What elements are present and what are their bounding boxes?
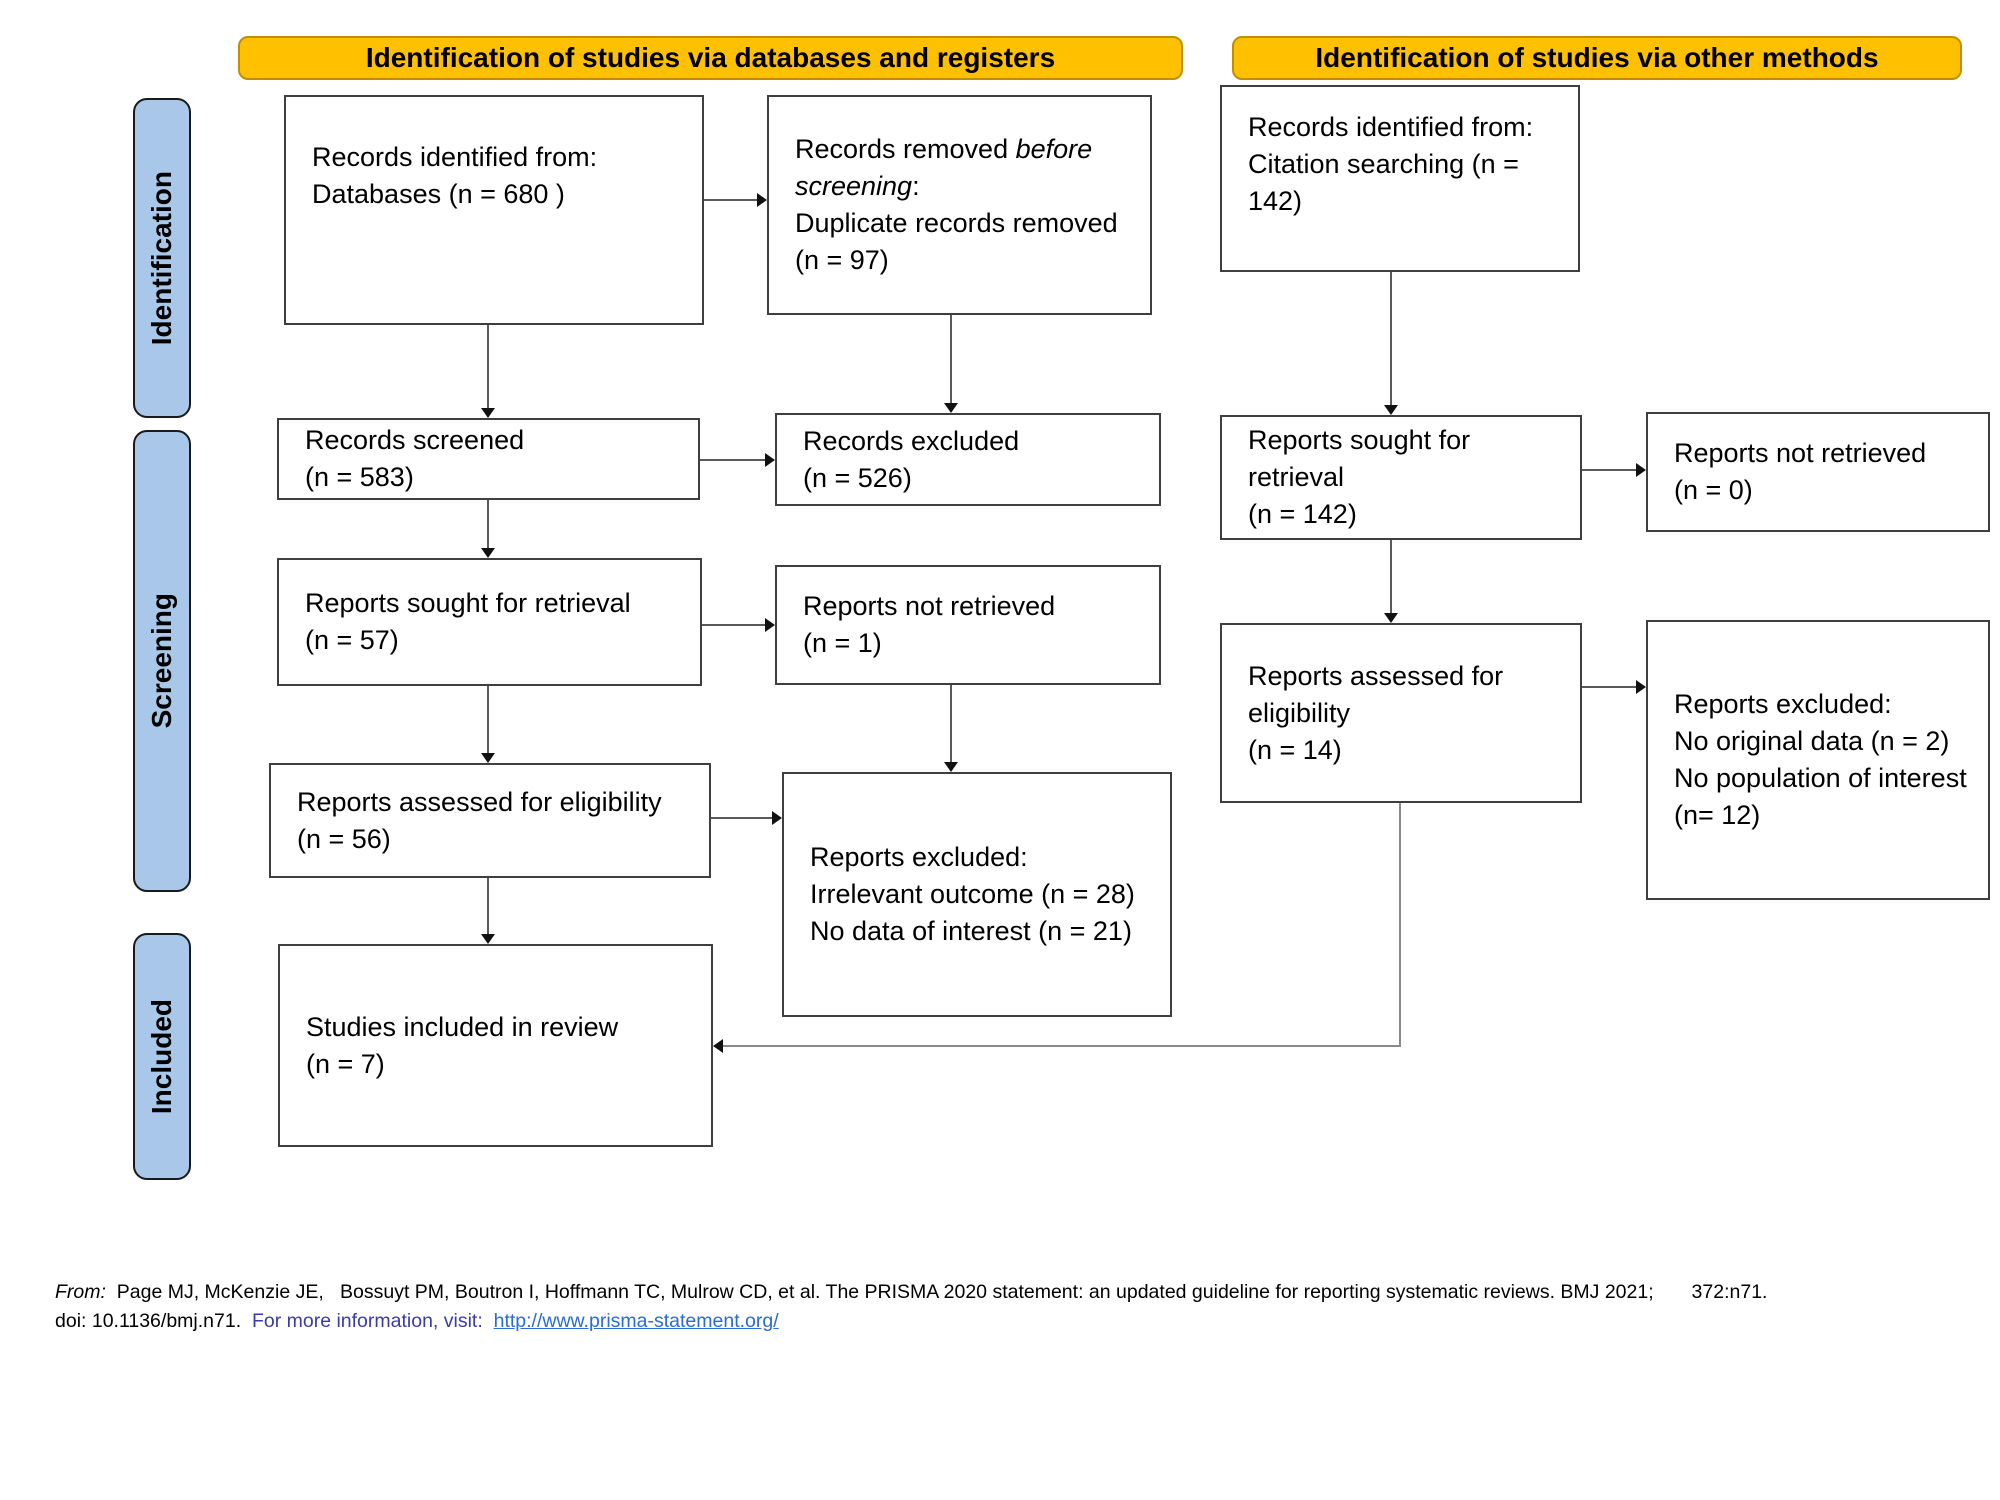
box-line: No original data (n = 2) bbox=[1674, 726, 1950, 756]
box-line: Records identified from: bbox=[1248, 112, 1534, 142]
box-line: Databases (n = 680 ) bbox=[312, 179, 565, 209]
box-line: Reports not retrieved bbox=[803, 591, 1056, 621]
box-line: eligibility bbox=[1248, 697, 1351, 728]
box-line: (n = 526) bbox=[803, 462, 912, 493]
arrow-soughtother-to-notretrieved-head bbox=[1636, 463, 1646, 477]
box-line: Irrelevant outcome (n = 28) bbox=[810, 879, 1135, 909]
arrow-citation-to-sought-line bbox=[1390, 272, 1392, 406]
arrow-assessedother-to-included-vline bbox=[1399, 803, 1401, 1047]
box-line: (n = 97) bbox=[795, 245, 889, 275]
arrow-assessed-to-excluded-head bbox=[772, 811, 782, 825]
citation-text: Page MJ, McKenzie JE, Bossuyt PM, Boutro… bbox=[105, 1281, 1768, 1303]
box-line: Reports assessed for eligibility bbox=[297, 786, 662, 817]
arrow-soughtother-to-assessed-line bbox=[1390, 540, 1392, 614]
arrow-assessed-to-excluded-line bbox=[711, 817, 772, 819]
arrow-removed-to-excluded-line bbox=[950, 315, 952, 404]
box-line: screening: bbox=[795, 171, 920, 201]
stage-identification-label: Identification bbox=[146, 170, 177, 346]
box-line: Studies included in review bbox=[306, 1011, 619, 1042]
arrow-assessedother-to-excluded-head bbox=[1636, 680, 1646, 694]
citation-more-info: For more information, visit: bbox=[251, 1310, 494, 1332]
box-reports-sought-other: Reports sought for retrieval (n = 142) bbox=[1220, 415, 1582, 540]
box-records-screened: Records screened (n = 583) bbox=[277, 418, 700, 500]
arrow-removed-to-excluded-head bbox=[944, 403, 958, 413]
arrow-identified-to-removed-line bbox=[704, 199, 757, 201]
box-records-excluded: Records excluded (n = 526) bbox=[775, 413, 1161, 506]
box-line: Reports sought for retrieval bbox=[305, 588, 631, 618]
box-studies-included: Studies included in review (n = 7) bbox=[278, 944, 713, 1147]
arrow-assessed-to-included-line bbox=[487, 878, 489, 935]
box-line: Records screened bbox=[305, 425, 525, 455]
box-line: (n = 57) bbox=[305, 625, 399, 655]
arrow-screened-to-excluded-head bbox=[765, 453, 775, 467]
box-line: Reports sought for bbox=[1248, 425, 1471, 455]
stage-identification: Identification bbox=[133, 98, 191, 418]
header-databases-registers: Identification of studies via databases … bbox=[238, 36, 1183, 80]
arrow-sought-to-notretrieved-line bbox=[702, 624, 765, 626]
arrow-notretrieved-to-excluded-head bbox=[944, 762, 958, 772]
arrow-screened-to-sought-head bbox=[481, 548, 495, 558]
box-line: Reports excluded: bbox=[1674, 689, 1892, 719]
box-line: Records excluded bbox=[803, 425, 1020, 456]
arrow-identified-to-removed-head bbox=[757, 193, 767, 207]
stage-screening-label: Screening bbox=[146, 593, 177, 729]
arrow-identified-to-screened-head bbox=[481, 408, 495, 418]
box-reports-not-retrieved-other: Reports not retrieved (n = 0) bbox=[1646, 412, 1990, 532]
arrow-assessedother-to-included-head bbox=[713, 1039, 723, 1053]
arrow-screened-to-excluded-line bbox=[700, 459, 765, 461]
box-line: Reports assessed for bbox=[1248, 660, 1504, 691]
box-line: No population of interest bbox=[1674, 763, 1967, 793]
arrow-citation-to-sought-head bbox=[1384, 405, 1398, 415]
box-line: Records removed before bbox=[795, 134, 1093, 164]
box-line: (n = 1) bbox=[803, 628, 882, 658]
box-line: Reports excluded: bbox=[810, 842, 1028, 872]
prisma-statement-link[interactable]: http://www.prisma-statement.org/ bbox=[493, 1310, 779, 1332]
box-line: No data of interest (n = 21) bbox=[810, 916, 1132, 946]
arrow-sought-to-notretrieved-head bbox=[765, 618, 775, 632]
arrow-sought-to-assessed-line bbox=[487, 686, 489, 754]
arrow-assessedother-to-excluded-line bbox=[1582, 686, 1636, 688]
box-line: (n = 142) bbox=[1248, 499, 1357, 529]
arrow-soughtother-to-notretrieved-line bbox=[1582, 469, 1636, 471]
stage-screening: Screening bbox=[133, 430, 191, 892]
arrow-screened-to-sought-line bbox=[487, 500, 489, 549]
box-line: (n = 14) bbox=[1248, 734, 1342, 765]
box-reports-assessed-other: Reports assessed for eligibility (n = 14) bbox=[1220, 623, 1582, 803]
citation-doi: doi: 10.1136/bmj.n71. bbox=[55, 1310, 252, 1332]
box-line: Duplicate records removed bbox=[795, 208, 1118, 238]
box-line: Citation searching (n = bbox=[1248, 149, 1519, 179]
box-line: (n = 583) bbox=[305, 462, 414, 492]
stage-included-label: Included bbox=[146, 998, 177, 1115]
citation-from-label: From: bbox=[55, 1281, 106, 1303]
box-reports-excluded: Reports excluded: Irrelevant outcome (n =… bbox=[782, 772, 1172, 1017]
citation-footer: From: Page MJ, McKenzie JE, Bossuyt PM, … bbox=[55, 1278, 1955, 1336]
box-reports-assessed-eligibility: Reports assessed for eligibility (n = 56) bbox=[269, 763, 711, 878]
arrow-assessed-to-included-head bbox=[481, 934, 495, 944]
box-line: retrieval bbox=[1248, 462, 1345, 492]
arrow-notretrieved-to-excluded-line bbox=[950, 685, 952, 763]
box-reports-sought-retrieval: Reports sought for retrieval (n = 57) bbox=[277, 558, 702, 686]
arrow-identified-to-screened-line bbox=[487, 325, 489, 409]
stage-included: Included bbox=[133, 933, 191, 1180]
arrow-sought-to-assessed-head bbox=[481, 753, 495, 763]
box-citation-searching: Records identified from: Citation searchi… bbox=[1220, 85, 1580, 272]
box-reports-not-retrieved: Reports not retrieved (n = 1) bbox=[775, 565, 1161, 685]
arrow-assessedother-to-included-hline bbox=[722, 1045, 1401, 1047]
box-line: Reports not retrieved bbox=[1674, 438, 1927, 468]
box-line: (n = 56) bbox=[297, 823, 391, 854]
box-line: (n= 12) bbox=[1674, 800, 1761, 830]
box-records-removed-before-screening: Records removed before screening: Duplicat… bbox=[767, 95, 1152, 315]
box-records-identified-databases: Records identified from: Databases (n = 6… bbox=[284, 95, 704, 325]
box-reports-excluded-other: Reports excluded: No original data (n = 2… bbox=[1646, 620, 1990, 900]
box-line: (n = 7) bbox=[306, 1048, 385, 1079]
header-other-methods: Identification of studies via other meth… bbox=[1232, 36, 1962, 80]
box-line: Records identified from: bbox=[312, 142, 598, 172]
arrow-soughtother-to-assessed-head bbox=[1384, 613, 1398, 623]
box-line: (n = 0) bbox=[1674, 475, 1753, 505]
box-line: 142) bbox=[1248, 186, 1303, 216]
